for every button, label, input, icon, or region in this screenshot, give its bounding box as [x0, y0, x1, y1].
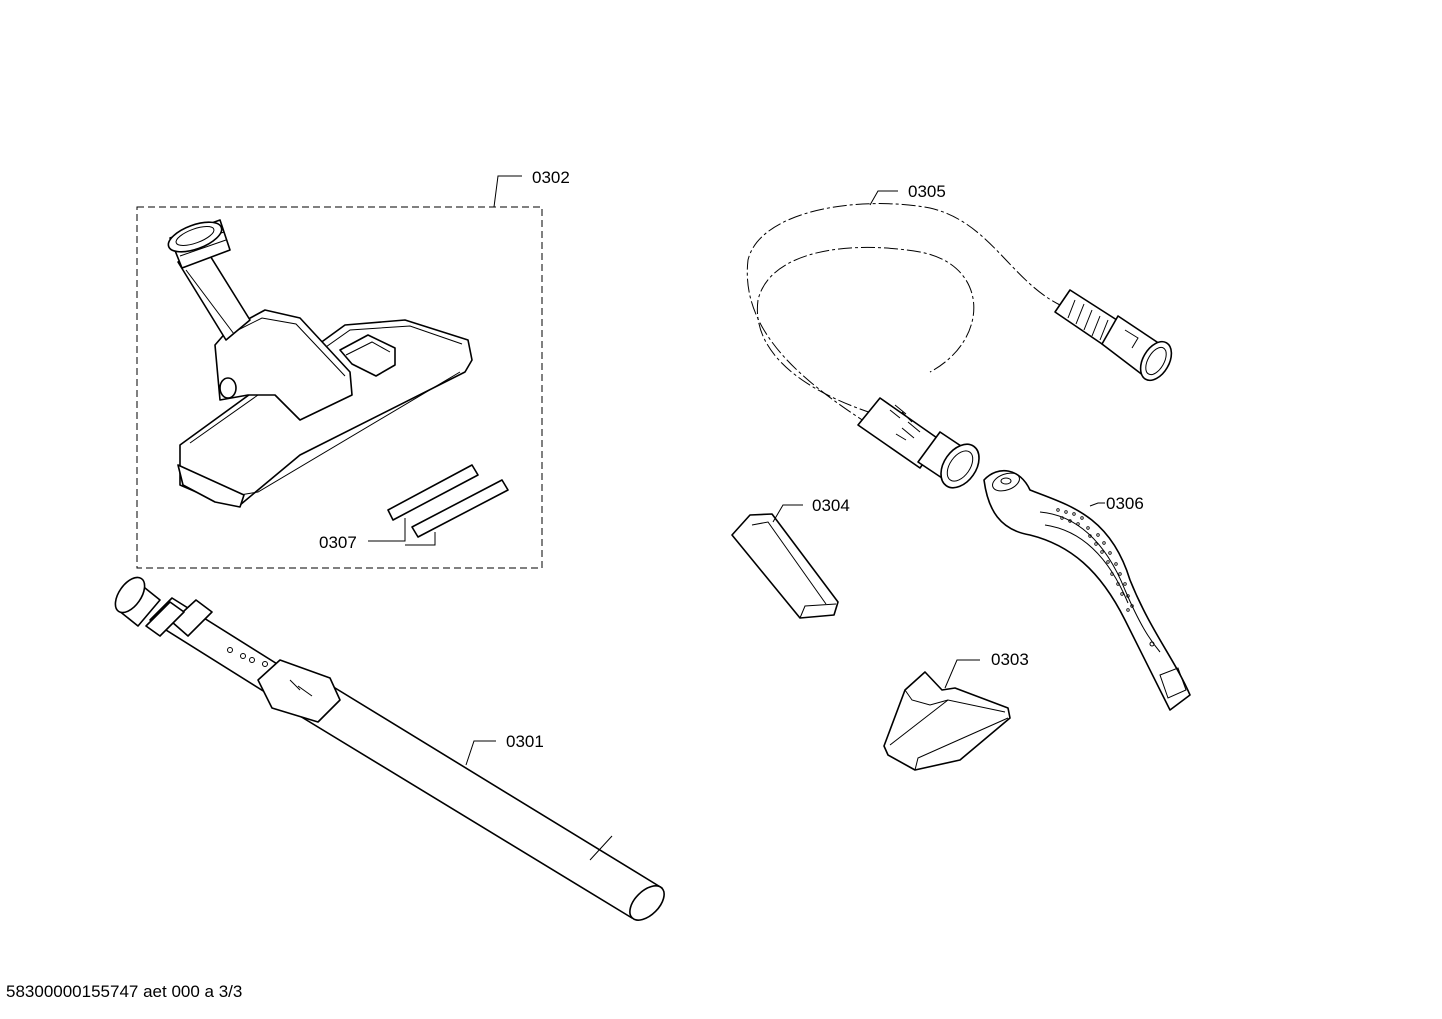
assembly-box-0302: [136, 206, 543, 569]
floor-nozzle-part[interactable]: [165, 216, 473, 508]
hose-handle-part[interactable]: [983, 469, 1191, 711]
label-0307[interactable]: 0307: [318, 533, 358, 552]
document-id-footer: 58300000155747 aet 000 a 3/3: [6, 982, 243, 1001]
strip-set-part[interactable]: [387, 464, 509, 538]
label-0305[interactable]: 0305: [907, 182, 947, 201]
label-0306[interactable]: 0306: [1105, 494, 1145, 513]
telescopic-tube-part[interactable]: [110, 572, 671, 926]
label-0303[interactable]: 0303: [990, 650, 1030, 669]
label-0302[interactable]: 0302: [531, 168, 571, 187]
suction-hose-part[interactable]: [746, 203, 1177, 495]
label-0304[interactable]: 0304: [811, 496, 851, 515]
crevice-tool-part[interactable]: [731, 513, 839, 619]
upholstery-tool-part[interactable]: [883, 671, 1011, 771]
label-0301[interactable]: 0301: [505, 732, 545, 751]
leader-lines: [368, 175, 1114, 766]
